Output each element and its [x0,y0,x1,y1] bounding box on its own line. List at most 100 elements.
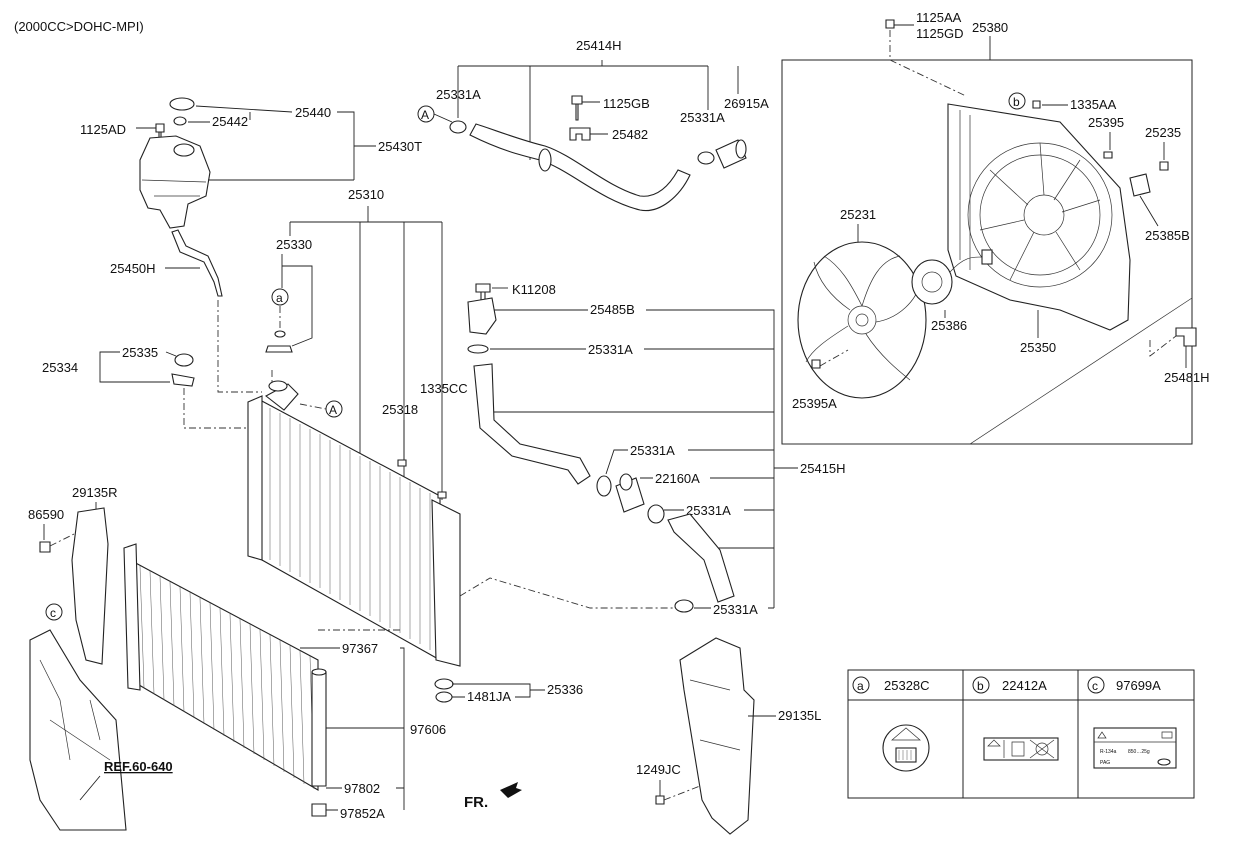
label-29135R: 29135R [72,485,118,500]
label-97802: 97802 [344,781,380,796]
label-25450H: 25450H [110,261,156,276]
air-guard-left [679,637,755,835]
legend-key-c: c [1092,679,1098,693]
ref-label: REF.60-640 [104,759,173,774]
legend-key-a: a [857,679,864,693]
legend-key-b: b [977,679,984,693]
front-arrow-icon [500,782,522,798]
callout-b: b [1013,95,1020,109]
label-K11208: K11208 [512,282,556,297]
label-25335: 25335 [122,345,158,360]
clip-icon [39,541,51,553]
label-25334: 25334 [42,360,78,375]
hose-elbow-fitting [467,297,497,335]
label-25331A-lower-1: 25331A [630,443,675,458]
bolt-icon [885,19,895,29]
label-1125GB: 1125GB [603,96,650,111]
legend-part-c: 97699A [1116,678,1161,693]
mount-bracket-icon [171,373,195,387]
clip-icon [569,127,591,141]
radiator-left-tank [247,395,263,561]
upper-radiator-hose [469,123,691,212]
label-25330: 25330 [276,237,312,252]
fan-shroud [947,103,1131,331]
label-25395: 25395 [1088,115,1124,130]
label-25318: 25318 [382,402,418,417]
hose-clamp-icon [467,344,489,354]
label-25442: 25442 [212,114,248,129]
legend-part-a: 25328C [884,678,930,693]
mount-bushing-icon [435,691,453,703]
shroud-clip-icon [1175,327,1197,347]
drain-plug-icon [397,459,407,467]
radiator-cap [265,345,293,353]
label-25331A-lower-3: 25331A [713,602,758,617]
coolant-reservoir-tank [139,135,211,229]
callout-A-radiator: A [329,403,337,417]
air-guard-left-group: 29135L 1249JC [636,637,821,835]
label-25380: 25380 [972,20,1008,35]
label-1249JC: 1249JC [636,762,681,777]
label-26915A: 26915A [724,96,769,111]
label-25430T: 25430T [378,139,422,154]
label-25350: 25350 [1020,340,1056,355]
label-25482: 25482 [612,127,648,142]
legend-part-b: 22412A [1002,678,1047,693]
reservoir-group: 25440 25442 1125AD 25430T 25450H [80,97,422,393]
label-25331A-upper-left: 25331A [436,87,481,102]
label-1125AA: 1125AA [916,10,962,25]
label-97852A: 97852A [340,806,385,821]
label-1125GD: 1125GD [916,26,963,41]
resistor-connector-icon [1129,173,1151,197]
front-direction-label: FR. [464,794,488,811]
front-end-module [29,629,127,831]
upper-hose-group: 25414H 25331A 1125GB 25482 25331A 26915A… [417,38,769,212]
label-25331A-upper-right: 25331A [680,110,725,125]
label-25481H: 25481H [1164,370,1210,385]
label-22160A: 22160A [655,471,700,486]
label-97606: 97606 [410,722,446,737]
label-25440: 25440 [295,105,331,120]
caution-label-a [882,724,930,772]
nut-icon [1032,100,1041,109]
refrigerant-label-c: R-134a 850…25g PAG [1093,727,1177,769]
air-guard-right [71,507,109,665]
condenser-fins [139,565,315,790]
mount-bushing-icon [174,353,194,367]
o-ring-icon [274,330,286,338]
label-1125AD: 1125AD [80,122,126,137]
label-25331A-mid: 25331A [588,342,633,357]
radiator-fins [269,408,431,650]
refrigerant-amount: 850…25g [1128,749,1150,755]
label-25485B: 25485B [590,302,635,317]
cooling-fan-blade [797,241,927,399]
radiator-right-tank [431,499,461,667]
condenser-core [129,559,319,791]
reservoir-cap [169,97,195,111]
hose-clamp-icon [596,475,612,497]
condenser-left-header [123,543,141,691]
label-25331A-lower-2: 25331A [686,503,731,518]
hose-clamp-icon [647,504,665,524]
oil-type: PAG [1100,760,1110,766]
callout-a: a [276,291,283,305]
lower-hose-section [667,513,735,603]
cap-seal-icon [173,116,187,126]
label-86590: 86590 [28,507,64,522]
warning-label-b [983,737,1059,761]
label-25310: 25310 [348,187,384,202]
label-29135L: 29135L [778,708,821,723]
fan-shroud-group: 1125AA 1125GD 25380 b 1335AA 25395 25235… [781,10,1210,445]
label-25395A: 25395A [792,396,837,411]
lower-hose-group: K11208 25485B 25331A 25331A 22160A 25415… [467,282,846,617]
engine-spec-label: (2000CC>DOHC-MPI) [14,19,144,34]
label-25235: 25235 [1145,125,1181,140]
label-25385B: 25385B [1145,228,1190,243]
hose-clamp-icon [697,151,715,165]
lower-radiator-hose [473,363,591,485]
receiver-drier [311,671,327,787]
label-97367: 97367 [342,641,378,656]
fan-motor [911,259,953,305]
callout-A-upper: A [421,108,429,122]
